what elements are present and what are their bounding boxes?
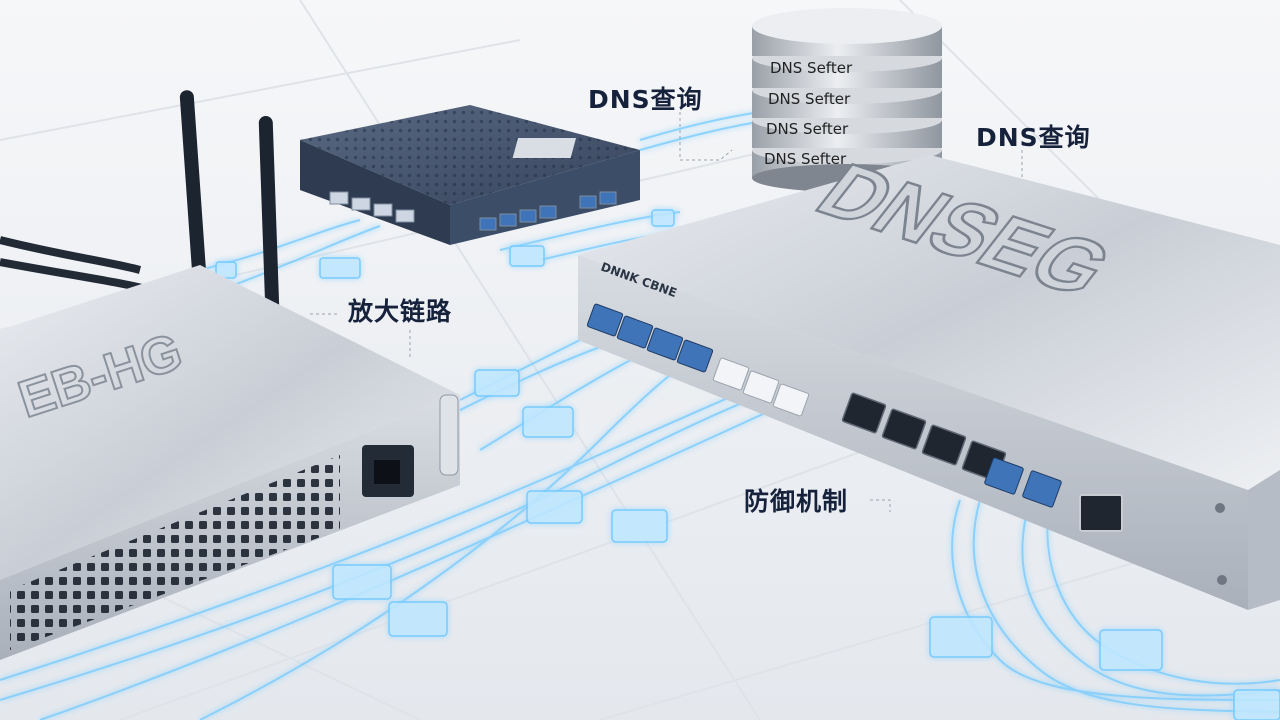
- callout-dns-query-right: DNS查询: [976, 123, 1091, 152]
- power-socket-inner: [374, 460, 400, 484]
- antenna: [179, 90, 207, 280]
- router-side-latch: [439, 394, 459, 476]
- router-vent-grille: [10, 455, 340, 650]
- antenna: [258, 116, 280, 316]
- switch-screw: [1215, 503, 1225, 513]
- middle-router-label-plate: [512, 138, 577, 158]
- cable: [0, 236, 142, 274]
- switch-console-port: [1079, 494, 1123, 532]
- middle-router: [300, 105, 640, 245]
- router-top: [0, 265, 460, 580]
- switch-white-ports: [712, 357, 810, 417]
- switch-side: [1248, 470, 1280, 610]
- server-stack-label: DNS Sefter: [768, 90, 851, 108]
- switch-top: [578, 155, 1280, 490]
- callout-lines: [310, 112, 1023, 512]
- switch-sfp-ports-right: [984, 457, 1062, 508]
- middle-router-front-right: [450, 150, 640, 245]
- callout-dns-query-left: DNS查询: [588, 85, 703, 114]
- server-stack-label: DNS Sefter: [766, 120, 849, 138]
- middle-router-ports: [329, 191, 617, 231]
- data-packets: [215, 209, 1280, 720]
- left-router: EB-HG: [0, 90, 460, 660]
- callout-defense-mechanism: 防御机制: [744, 487, 849, 516]
- switch-sfp-ports: [586, 303, 714, 373]
- middle-router-perforation: [300, 105, 640, 205]
- callout-amplification-link: 放大链路: [348, 297, 453, 326]
- server-stack-label: DNS Sefter: [764, 150, 847, 168]
- main-switch: DNSEG DNNK CBNE: [578, 147, 1280, 610]
- switch-screw: [1217, 575, 1227, 585]
- server-stack-label: DNS Sefter: [770, 59, 853, 77]
